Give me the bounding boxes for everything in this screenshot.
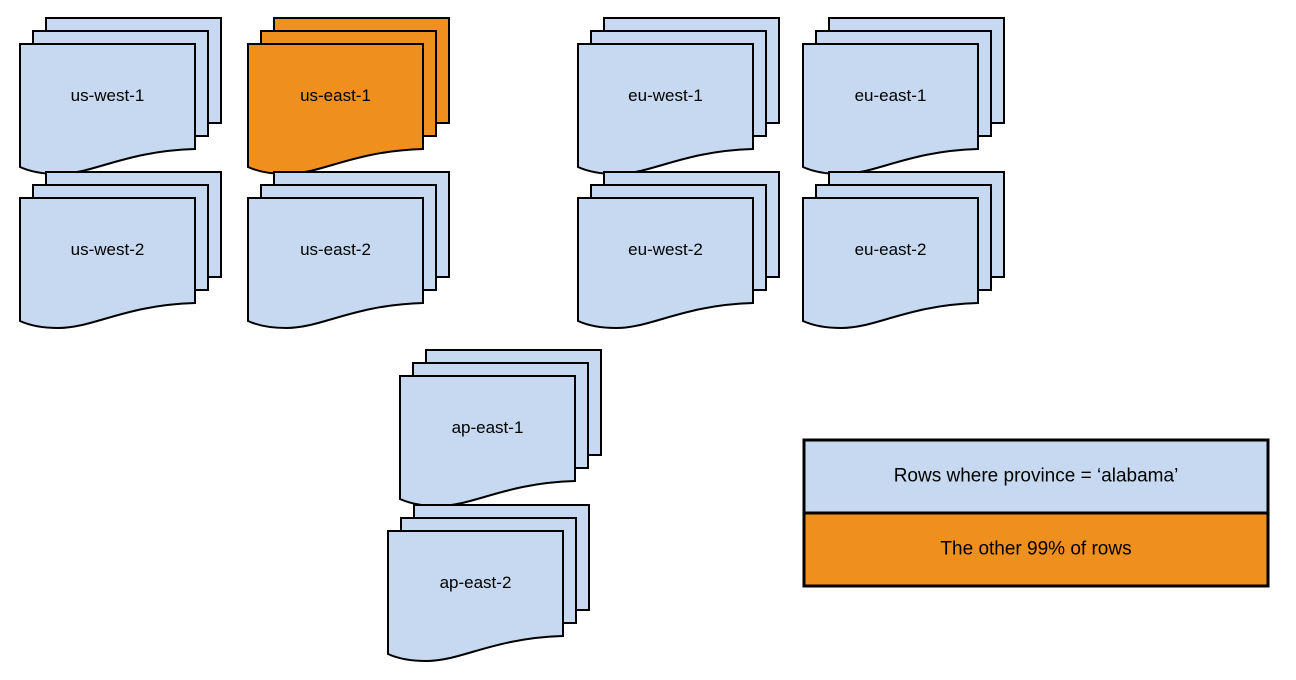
document-stack-us-west-1[interactable]: us-west-1 bbox=[19, 17, 222, 176]
legend-swatch bbox=[802, 511, 1270, 588]
legend-label: Rows where province = ‘alabama’ bbox=[894, 466, 1179, 487]
stack-label: us-west-2 bbox=[71, 240, 145, 259]
legend-row-alabama: Rows where province = ‘alabama’ bbox=[802, 438, 1270, 515]
stack-label: us-west-1 bbox=[71, 86, 145, 105]
document-stack-ap-east-2[interactable]: ap-east-2 bbox=[387, 504, 590, 663]
document-stack-eu-west-1[interactable]: eu-west-1 bbox=[577, 17, 780, 176]
stack-front-document bbox=[247, 197, 424, 330]
document-stack-eu-east-2[interactable]: eu-east-2 bbox=[802, 171, 1005, 330]
stack-label: eu-east-2 bbox=[855, 240, 927, 259]
stack-front-document bbox=[577, 197, 754, 330]
stack-label: eu-west-1 bbox=[628, 86, 703, 105]
stack-label: eu-east-1 bbox=[855, 86, 927, 105]
legend: Rows where province = ‘alabama’ The other… bbox=[802, 438, 1270, 588]
stack-front-document bbox=[577, 43, 754, 176]
document-stack-us-east-2[interactable]: us-east-2 bbox=[247, 171, 450, 330]
stack-front-document bbox=[802, 43, 979, 176]
stack-label: ap-east-2 bbox=[440, 573, 512, 592]
document-stack-eu-west-2[interactable]: eu-west-2 bbox=[577, 171, 780, 330]
legend-swatch bbox=[802, 438, 1270, 515]
stack-front-document bbox=[802, 197, 979, 330]
stack-label: eu-west-2 bbox=[628, 240, 703, 259]
document-stack-us-west-2[interactable]: us-west-2 bbox=[19, 171, 222, 330]
stack-label: us-east-1 bbox=[300, 86, 371, 105]
stack-front-document bbox=[247, 43, 424, 176]
legend-row-other-rows: The other 99% of rows bbox=[802, 511, 1270, 588]
stack-front-document bbox=[19, 197, 196, 330]
document-stack-eu-east-1[interactable]: eu-east-1 bbox=[802, 17, 1005, 176]
document-stack-ap-east-1[interactable]: ap-east-1 bbox=[399, 349, 602, 508]
stack-front-document bbox=[387, 530, 564, 663]
stack-label: us-east-2 bbox=[300, 240, 371, 259]
legend-label: The other 99% of rows bbox=[940, 539, 1131, 560]
stack-label: ap-east-1 bbox=[452, 418, 524, 437]
stack-front-document bbox=[399, 375, 576, 508]
stack-group: us-west-1 us-east-1 eu-west-1 eu-east-1 us-w… bbox=[19, 17, 1005, 663]
document-stack-us-east-1[interactable]: us-east-1 bbox=[247, 17, 450, 176]
stack-front-document bbox=[19, 43, 196, 176]
